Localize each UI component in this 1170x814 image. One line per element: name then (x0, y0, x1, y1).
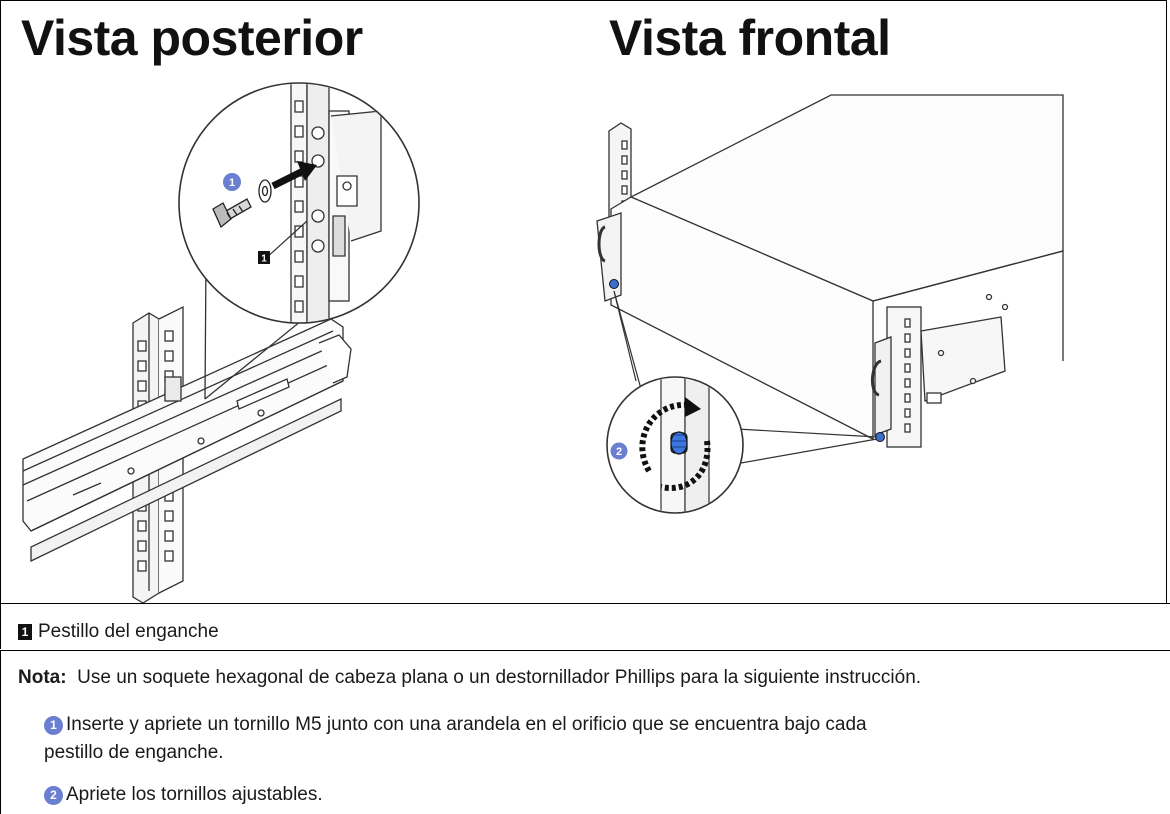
server-chassis (596, 94, 1064, 448)
callout-1-box: 1 (258, 251, 270, 265)
table-left-border (0, 603, 1, 649)
front-magnifier (606, 376, 744, 514)
illustration-frame: Vista posterior Vista frontal (0, 0, 1167, 604)
legend-text: Pestillo del enganche (38, 621, 219, 642)
rear-magnifier (178, 82, 420, 324)
insert-arrow-icon (271, 161, 317, 190)
step-1-badge: 1 (223, 173, 241, 191)
step-2-text: Apriete los tornillos ajustables. (66, 784, 323, 805)
step-1-line-2: pestillo de enganche. (44, 742, 224, 763)
step-2-badge: 2 (610, 442, 628, 460)
callout-1-leader (264, 220, 308, 260)
callout-number-badge: 1 (18, 624, 32, 640)
rear-magnifier-lines (204, 256, 302, 400)
step-2-number-icon: 2 (44, 786, 63, 805)
front-view-title: Vista frontal (609, 10, 891, 66)
installation-illustration: 1 1 (22, 82, 1064, 604)
front-adjustable-screws (609, 279, 885, 442)
table-left-border (0, 650, 1, 814)
step-1-number-icon: 1 (44, 716, 63, 735)
front-magnifier-lines (613, 290, 878, 464)
svg-text:2: 2 (616, 446, 622, 458)
divider (0, 603, 1170, 604)
thumbscrew-icon (670, 431, 688, 455)
rotate-arrow-icon (639, 401, 711, 491)
note-row: Nota: Use un soquete hexagonal de cabeza… (18, 665, 921, 691)
note-label: Nota: (18, 667, 67, 688)
rear-slide-rail (22, 318, 352, 563)
step-1-text: Inserte y apriete un tornillo M5 junto c… (66, 714, 867, 735)
legend-row: 1 Pestillo del enganche (18, 619, 219, 645)
svg-text:1: 1 (229, 177, 235, 189)
rear-view-title: Vista posterior (21, 10, 363, 66)
divider (0, 650, 1170, 651)
m5-screw-icon (212, 179, 272, 229)
svg-text:1: 1 (261, 254, 267, 265)
note-text: Use un soquete hexagonal de cabeza plana… (77, 667, 922, 688)
